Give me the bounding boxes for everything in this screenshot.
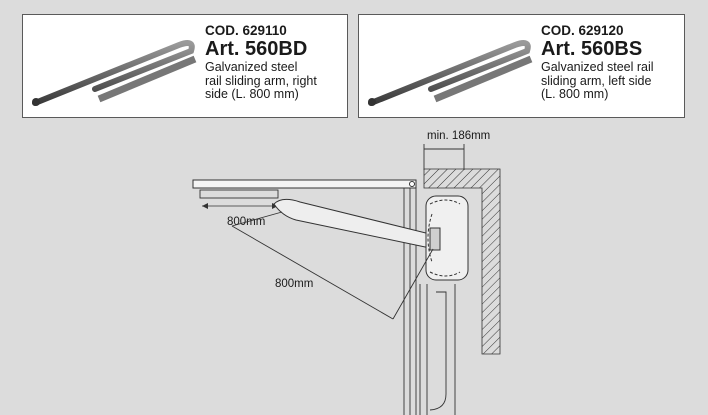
product-code: COD. 629120	[541, 23, 624, 38]
arm-length-dimension	[231, 211, 434, 320]
min-clearance-dimension	[423, 144, 465, 170]
product-description: Galvanized steel rail sliding arm, left …	[541, 60, 654, 101]
installation-diagram: min. 186mm 800mm 800mm	[192, 130, 501, 415]
wall	[423, 168, 501, 355]
rail	[192, 179, 417, 209]
product-description: Galvanized steel rail sliding arm, right…	[205, 60, 317, 101]
product-card-560bs: COD. 629120 Art. 560BS Galvanized steel …	[358, 14, 685, 118]
motor-unit	[425, 195, 469, 281]
product-code: COD. 629110	[205, 23, 287, 38]
gate-leaf	[403, 188, 456, 415]
sliding-arm-image	[32, 40, 197, 106]
product-article: Art. 560BS	[541, 38, 643, 60]
sliding-arm	[273, 198, 431, 254]
product-article: Art. 560BD	[205, 38, 308, 60]
min-clearance-label: min. 186mm	[427, 130, 490, 142]
product-card-560bd: COD. 629110 Art. 560BD Galvanized steel …	[22, 14, 348, 118]
arm-length-label: 800mm	[275, 278, 313, 290]
sliding-arm-image	[368, 40, 533, 106]
